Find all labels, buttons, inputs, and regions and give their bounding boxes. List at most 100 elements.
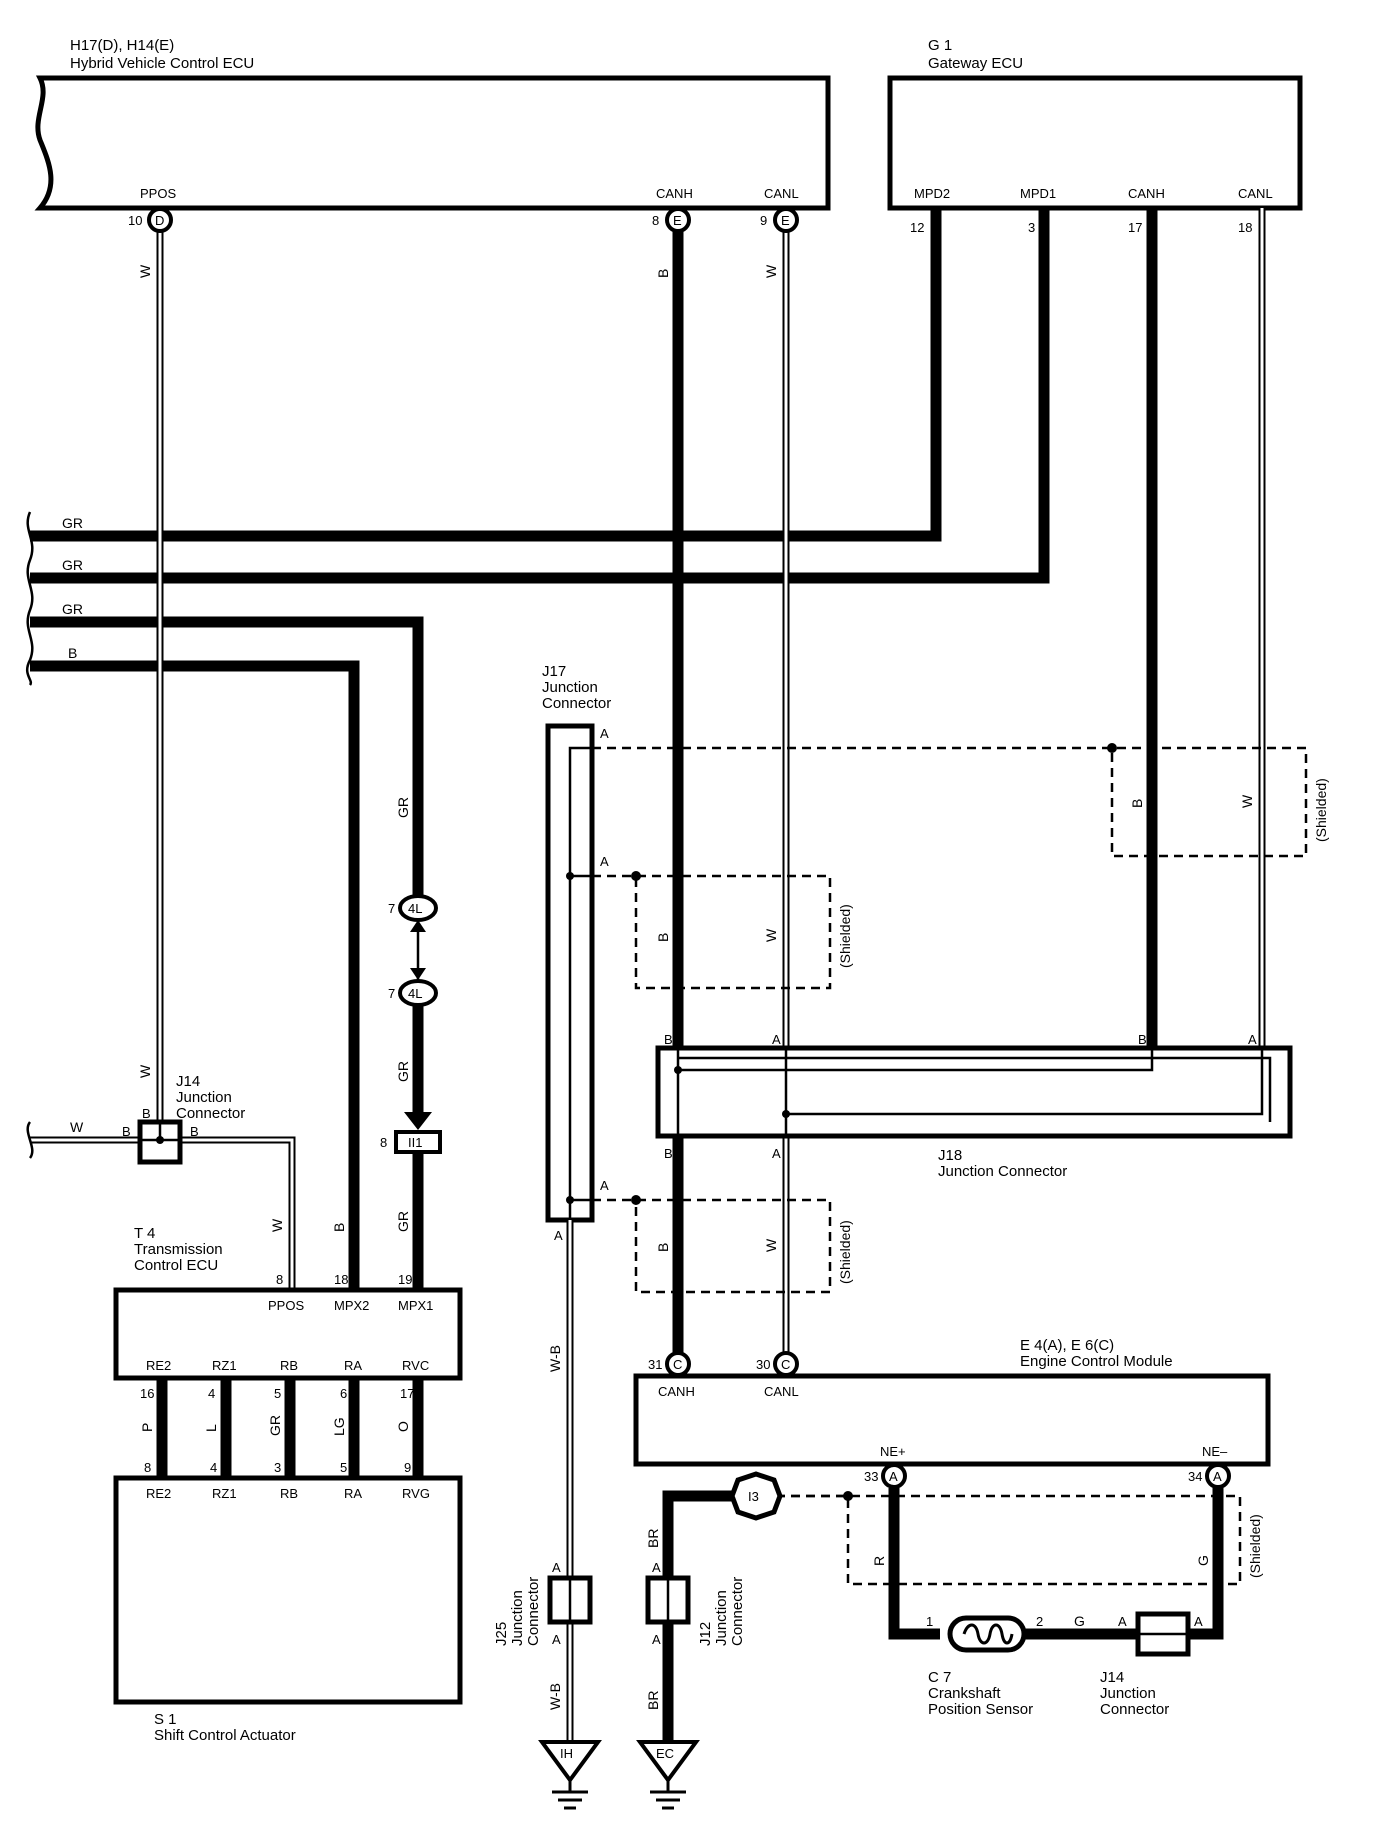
ground-ih: IH [538, 1740, 602, 1810]
wire-label-act-lg: LG [331, 1417, 347, 1436]
svg-text:C: C [673, 1357, 682, 1372]
gateway-pinnum-mpd1: 3 [1028, 220, 1035, 235]
connector-4l-top: 4L 7 [388, 894, 438, 922]
ecm-name: Engine Control Module [1020, 1353, 1173, 1370]
tcu-name-2: Control ECU [134, 1257, 218, 1274]
svg-text:A: A [889, 1469, 898, 1484]
j17-bus [568, 746, 592, 1220]
ecm-pin-canh-terminal: C 31 [648, 1351, 691, 1377]
wire-label-j17-wb: W-B [547, 1345, 563, 1372]
ecm-pin-canl: CANL [764, 1384, 799, 1399]
svg-text:5: 5 [340, 1460, 347, 1475]
j14-bottom-name-2: Connector [1100, 1701, 1169, 1718]
j17-pin-a4: A [554, 1228, 563, 1243]
wire-label-ppos-tcu: W [269, 1218, 285, 1232]
svg-text:IH: IH [560, 1746, 573, 1761]
j14-bottom-pin-right: A [1194, 1614, 1203, 1629]
svg-text:RE2: RE2 [146, 1486, 171, 1501]
svg-text:RA: RA [344, 1358, 362, 1373]
crank-pin1: 1 [926, 1614, 933, 1629]
j17-pin-a2: A [600, 854, 609, 869]
j25-code: J25 [493, 1622, 510, 1646]
hv-ecu-box [34, 75, 831, 211]
wire-label-crank-g: G [1074, 1613, 1085, 1629]
connector-4l-arrow-down [410, 968, 426, 980]
j12-name-1: Junction [713, 1590, 730, 1646]
wire-label-i3-br: BR [645, 1529, 661, 1548]
wire-label-gw-w: W [1239, 794, 1255, 808]
wire-nep-r [888, 1488, 940, 1640]
svg-text:II1: II1 [408, 1135, 422, 1150]
shield-drain-1 [592, 746, 1308, 858]
j14-top-pin-b-left: B [122, 1124, 131, 1139]
svg-text:MPX1: MPX1 [398, 1298, 433, 1313]
svg-text:31: 31 [648, 1357, 662, 1372]
svg-text:RB: RB [280, 1358, 298, 1373]
svg-text:9: 9 [760, 213, 767, 228]
wire-label-act-gr: GR [267, 1415, 283, 1436]
wire-label-b1: B [68, 645, 77, 661]
actuator-code: S 1 [154, 1711, 177, 1728]
svg-text:10: 10 [128, 213, 142, 228]
wire-label-act-p: P [139, 1423, 155, 1432]
svg-text:RB: RB [280, 1486, 298, 1501]
actuator-name: Shift Control Actuator [154, 1727, 296, 1744]
j18-bus-b [676, 1048, 1154, 1136]
wire-label-shield1-w: W [763, 928, 779, 942]
shield-label-4: (Shielded) [1247, 1514, 1263, 1578]
j17-pin-a1: A [600, 726, 609, 741]
svg-text:7: 7 [388, 986, 395, 1001]
gateway-pin-mpd1: MPD1 [1020, 186, 1056, 201]
svg-text:RVG: RVG [402, 1486, 430, 1501]
svg-text:19: 19 [398, 1272, 412, 1287]
svg-text:RA: RA [344, 1486, 362, 1501]
tcu-bottom-pins: RE2 RZ1 RB RA RVC 16 4 5 6 17 [140, 1358, 429, 1401]
hv-ecu-pin-canh: CANH [656, 186, 693, 201]
j18-bus-frame [678, 1056, 1272, 1122]
wire-label-ppos-mid: W [137, 1064, 153, 1078]
svg-text:30: 30 [756, 1357, 770, 1372]
hv-ecu-pin-canh-terminal: E 8 [652, 207, 691, 233]
j12-code: J12 [697, 1622, 714, 1646]
svg-text:8: 8 [380, 1135, 387, 1150]
svg-text:17: 17 [400, 1386, 414, 1401]
ecm-pin-nep: NE+ [880, 1444, 906, 1459]
j18-pin-a1: A [772, 1032, 781, 1047]
shield-drain-4 [776, 1494, 1242, 1586]
j25-pin-bottom: A [552, 1632, 561, 1647]
svg-text:4: 4 [208, 1386, 215, 1401]
j14-bottom-name-1: Junction [1100, 1685, 1156, 1702]
wire-label-shield2-b: B [655, 1243, 671, 1252]
svg-text:RVC: RVC [402, 1358, 429, 1373]
svg-text:PPOS: PPOS [268, 1298, 304, 1313]
svg-text:D: D [155, 213, 164, 228]
j12-pin-bottom: A [652, 1632, 661, 1647]
j18-pin-b3: B [664, 1146, 673, 1161]
svg-text:E: E [673, 213, 682, 228]
gateway-pinnum-mpd2: 12 [910, 220, 924, 235]
wire-label-j12-br: BR [645, 1691, 661, 1710]
j17-splice-2 [566, 1196, 574, 1204]
svg-text:8: 8 [144, 1460, 151, 1475]
wire-label-mpx1-mid: GR [395, 1061, 411, 1082]
j17-pin-a3: A [600, 1178, 609, 1193]
tcu-name-1: Transmission [134, 1241, 223, 1258]
j12-pin-top: A [652, 1560, 661, 1575]
crank-code: C 7 [928, 1669, 951, 1686]
j25-pin-top: A [552, 1560, 561, 1575]
svg-text:A: A [1213, 1469, 1222, 1484]
ecm-pin-canh: CANH [658, 1384, 695, 1399]
shield-splice-1 [1107, 743, 1117, 753]
wire-mpd2-gr [30, 208, 942, 542]
j17-name-2: Connector [542, 695, 611, 712]
svg-text:7: 7 [388, 901, 395, 916]
bundle-break-mark-j14 [26, 1121, 34, 1159]
svg-text:5: 5 [274, 1386, 281, 1401]
bundle-break-mark [25, 511, 34, 686]
shield-splice-4 [843, 1491, 853, 1501]
j18-box [655, 1045, 1293, 1139]
wire-b-mpx2 [30, 660, 360, 1290]
svg-text:8: 8 [276, 1272, 283, 1287]
connector-ii1: II1 8 [380, 1130, 442, 1154]
